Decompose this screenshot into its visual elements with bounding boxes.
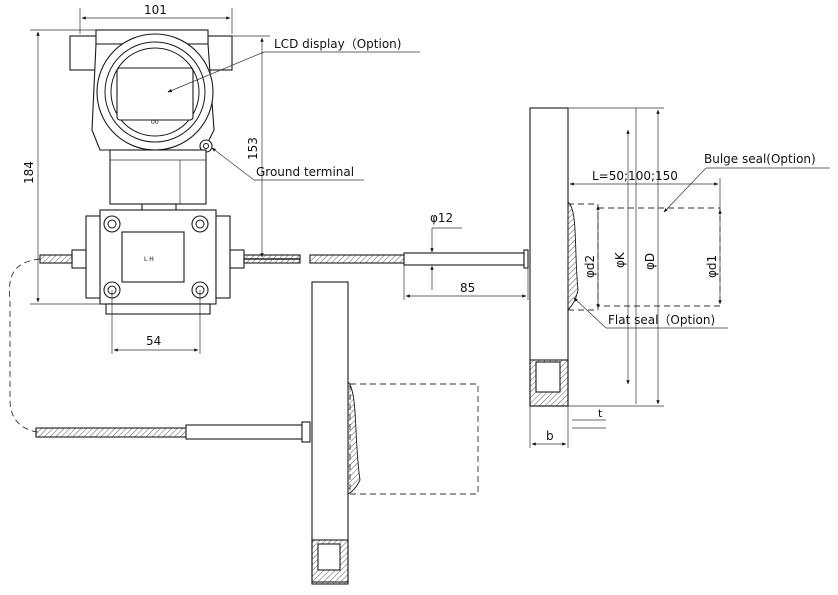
ground-terminal-label: Ground terminal <box>256 165 354 179</box>
remote-seal-lower <box>185 281 479 585</box>
dim-b: b <box>546 429 554 443</box>
dim-phi-d1: φd1 <box>705 255 719 278</box>
dim-phi12: φ12 <box>430 211 453 225</box>
process-flange-body: L H <box>71 209 245 315</box>
lcd-mark: 00 <box>151 119 159 126</box>
bulge-seal-label: Bulge seal(Option) <box>704 152 816 166</box>
dim-phi-d2: φd2 <box>583 255 597 278</box>
seal-flange-lower <box>311 281 349 583</box>
display-bezel-middle <box>104 41 206 143</box>
left-cover-cap <box>69 35 97 71</box>
dim-t: t <box>598 407 603 420</box>
flange-center-block <box>121 231 185 283</box>
bolt-top-left <box>103 215 121 233</box>
dim-phi-K: φK <box>613 251 627 268</box>
flange-right-plate <box>215 215 231 299</box>
remote-seal-right <box>403 107 721 407</box>
dim-phi-D: φD <box>643 253 657 270</box>
dim-153: 153 <box>246 137 260 160</box>
bulge-seal-profile <box>567 201 579 311</box>
housing-neck <box>109 149 207 205</box>
body-marks: L H <box>144 256 154 263</box>
lower-extension-tube <box>185 424 303 440</box>
flange-left-plate <box>85 215 101 299</box>
bolt-top-right <box>191 215 209 233</box>
dim-184: 184 <box>22 161 36 184</box>
right-cover-cap <box>207 35 233 71</box>
capillary-loop-dashed <box>9 258 41 433</box>
dim-101: 101 <box>144 3 167 17</box>
dim-54: 54 <box>146 334 161 348</box>
lcd-display-label: LCD display（Option) <box>274 37 401 51</box>
lower-bulge-outline <box>349 383 479 495</box>
dim-85: 85 <box>460 281 475 295</box>
dim-L-options: L=50;100;150 <box>592 169 678 183</box>
lcd-screen <box>116 67 194 121</box>
left-fitting <box>71 249 87 269</box>
lower-bulge-seal-profile <box>347 381 361 495</box>
right-fitting <box>229 249 245 269</box>
flat-seal-label: Flat seal（Option) <box>608 313 715 327</box>
capillary-left-bottom <box>35 427 187 438</box>
flange-bottom <box>105 303 211 315</box>
capillary-left-top <box>39 254 73 264</box>
display-bezel-inner <box>110 47 200 137</box>
seal-flange-right <box>529 107 569 407</box>
transmitter-housing: 00 <box>69 29 233 217</box>
seal-extension-tube <box>403 252 525 266</box>
